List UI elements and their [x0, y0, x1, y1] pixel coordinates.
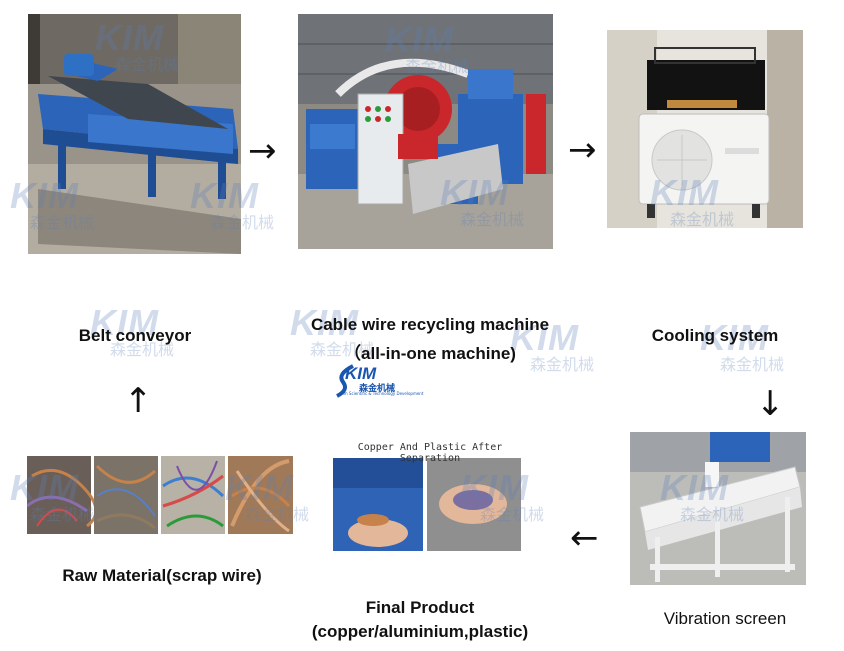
logo-swoosh-icon: [336, 364, 354, 398]
recycling-machine-sublabel: （all-in-one machine): [344, 344, 516, 363]
raw-material-photo: [27, 456, 293, 534]
cooling-system-label: Cooling system: [651, 326, 779, 345]
logo-brand: KIM: [345, 364, 377, 383]
arrow-right-icon: →: [568, 130, 597, 170]
watermark-chinese: 森金机械: [720, 355, 785, 374]
arrow-up-icon: ↑: [124, 381, 153, 421]
final-product-label: Final Product: [365, 598, 475, 617]
final-product-caption: Copper And Plastic After Separation: [357, 442, 503, 464]
vibration-screen-label: Vibration screen: [663, 609, 787, 628]
arrow-left-icon: ←: [570, 518, 599, 558]
final-product-photo: [333, 458, 521, 551]
logo-subtitle: Kim Scientific & Technology Development: [340, 391, 424, 396]
raw-material-label: Raw Material(scrap wire): [62, 566, 262, 585]
vibration-screen-photo: [630, 432, 806, 585]
recycling-machine-photo: [298, 14, 553, 249]
logo-chinese: 森金机械: [359, 384, 396, 394]
recycling-machine-label: Cable wire recycling machine: [310, 315, 550, 334]
cooling-system-photo: [607, 30, 803, 228]
watermark-chinese: 森金机械: [530, 355, 595, 374]
final-product-sublabel: (copper/aluminium,plastic): [311, 622, 529, 641]
belt-conveyor-photo: [28, 14, 241, 254]
arrow-down-icon: ↓: [756, 384, 785, 424]
belt-conveyor-label: Belt conveyor: [78, 326, 192, 345]
arrow-right-icon: →: [248, 131, 277, 171]
kim-logo: KIM 森金机械 Kim Scientific & Technology Dev…: [335, 364, 423, 398]
